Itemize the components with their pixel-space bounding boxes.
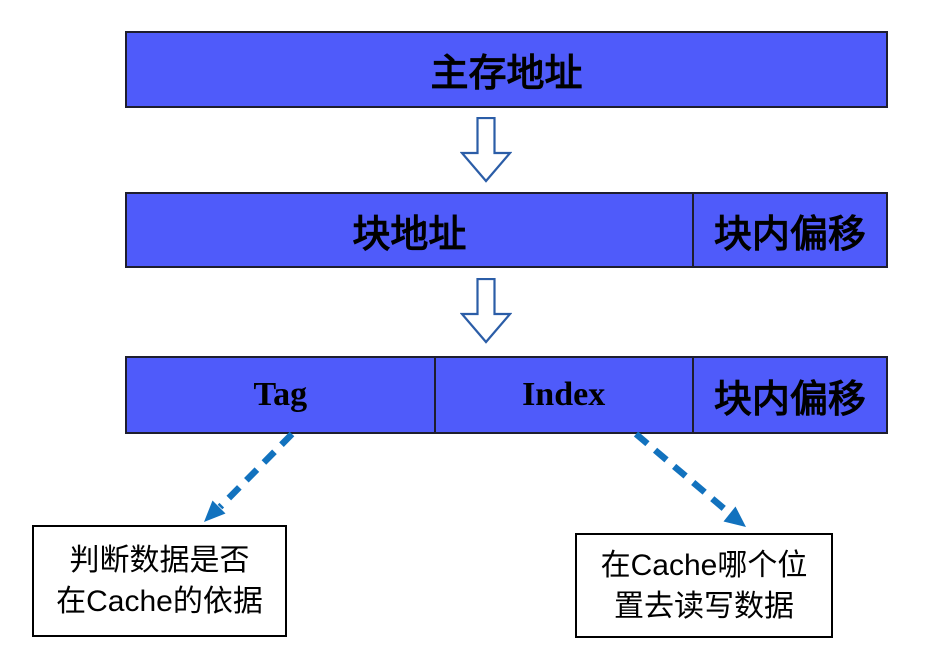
index-callout: 在Cache哪个位 置去读写数据 bbox=[575, 533, 833, 638]
tag-callout: 判断数据是否 在Cache的依据 bbox=[32, 525, 287, 637]
index-label: Index bbox=[522, 376, 606, 413]
index-callout-line1: 在Cache哪个位 bbox=[600, 548, 808, 582]
tag-cell: Tag bbox=[127, 358, 434, 432]
main-memory-address-bar: 主存地址 bbox=[125, 31, 888, 108]
index-callout-line2: 置去读写数据 bbox=[614, 589, 794, 623]
block-address-cell: 块地址 bbox=[127, 194, 692, 266]
block-offset-cell: 块内偏移 bbox=[691, 194, 886, 266]
tag-callout-line1: 判断数据是否 bbox=[69, 544, 250, 577]
block-address-label: 块地址 bbox=[352, 213, 467, 256]
block-address-bar: 块地址 块内偏移 bbox=[125, 192, 888, 268]
tag-dashed-arrow bbox=[204, 431, 295, 522]
main-memory-address-cell: 主存地址 bbox=[127, 33, 886, 106]
offset-label: 块内偏移 bbox=[713, 378, 866, 421]
tag-callout-line2: 在Cache的依据 bbox=[56, 585, 263, 618]
main-memory-address-label: 主存地址 bbox=[430, 53, 583, 95]
offset-cell: 块内偏移 bbox=[691, 358, 886, 432]
down-block-arrow-icon bbox=[460, 117, 512, 183]
down-block-arrow-icon bbox=[460, 278, 512, 344]
block-offset-label: 块内偏移 bbox=[713, 213, 866, 256]
tag-index-offset-bar: Tag Index 块内偏移 bbox=[125, 356, 888, 434]
index-dashed-arrow bbox=[633, 431, 746, 527]
tag-label: Tag bbox=[253, 376, 308, 413]
index-cell: Index bbox=[433, 358, 692, 432]
